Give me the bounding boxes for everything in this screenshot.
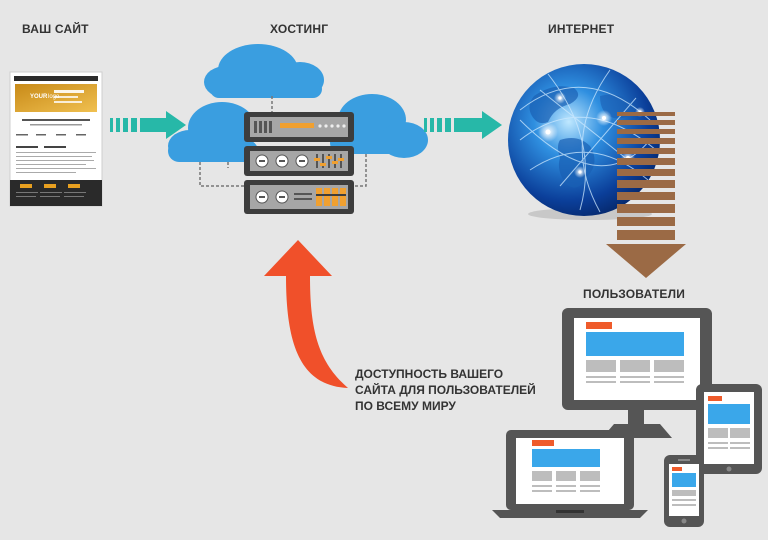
hosting-cloud <box>168 44 428 162</box>
arrow-hosting-to-internet <box>424 111 502 139</box>
website-mockup: YOUR logo <box>9 71 103 207</box>
caption-line-1: ДОСТУПНОСТЬ ВАШЕГО <box>355 367 504 381</box>
laptop-device <box>492 430 648 518</box>
cloud-connectors <box>199 96 367 187</box>
tablet-device <box>696 384 762 474</box>
caption-line-2: САЙТА ДЛЯ ПОЛЬЗОВАТЕЛЕЙ <box>355 383 536 397</box>
arrow-availability <box>264 240 348 388</box>
your-site-label: ВАШ САЙТ <box>22 22 89 36</box>
phone-device <box>664 455 704 527</box>
internet-label: ИНТЕРНЕТ <box>548 22 615 36</box>
hosting-label: ХОСТИНГ <box>270 22 329 36</box>
users-label: ПОЛЬЗОВАТЕЛИ <box>583 287 686 301</box>
arrow-site-to-hosting <box>110 111 186 139</box>
monitor-device <box>562 308 712 438</box>
availability-caption: ДОСТУПНОСТЬ ВАШЕГО САЙТА ДЛЯ ПОЛЬЗОВАТЕЛ… <box>355 366 536 414</box>
arrow-internet-to-users <box>606 112 686 278</box>
internet-globe <box>508 64 660 220</box>
server-rack <box>244 112 354 214</box>
caption-line-3: ПО ВСЕМУ МИРУ <box>355 399 456 413</box>
mockup-logo: YOUR <box>30 94 48 100</box>
